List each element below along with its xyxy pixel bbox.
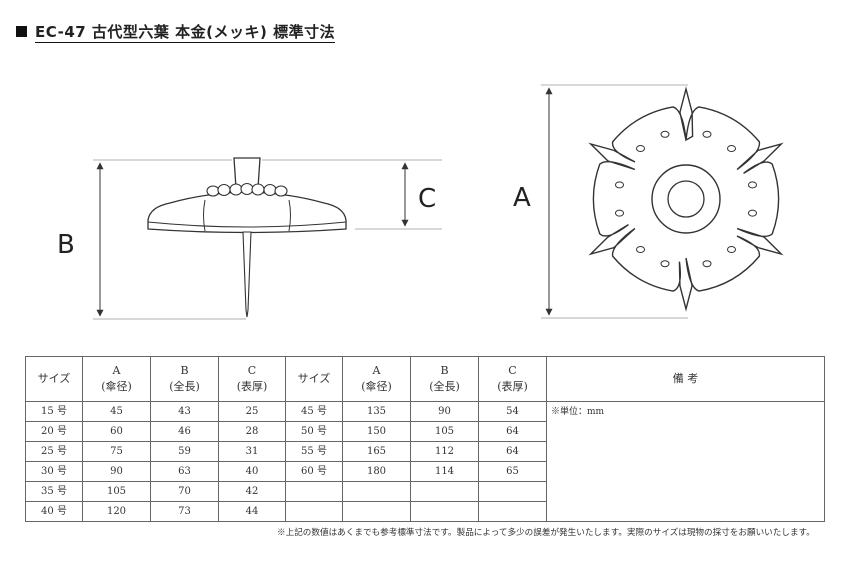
table-cell [478, 501, 547, 522]
table-cell: 65 [478, 461, 547, 482]
remarks-cell: ※単位：mm [546, 401, 825, 522]
table-cell: 46 [150, 421, 219, 442]
table-cell [285, 501, 343, 522]
cutout-mark [702, 130, 712, 138]
table-cell: 75 [82, 441, 151, 462]
header-a: A(傘径) [82, 356, 151, 402]
cutout-mark [702, 260, 712, 268]
table-cell: 64 [478, 441, 547, 462]
table-cell: 25 号 [25, 441, 83, 462]
table-cell: 180 [342, 461, 411, 482]
square-bullet-icon [16, 26, 27, 37]
dim-label-b: B [57, 230, 75, 260]
table-header-row: サイズ A(傘径) B(全長) C(表厚) サイズ A(傘径) B(全長) C(… [25, 356, 825, 402]
header-size: サイズ [25, 356, 83, 402]
page-title: EC-47 古代型六葉 本金(メッキ) 標準寸法 [16, 21, 336, 43]
table-cell: 50 号 [285, 421, 343, 442]
table-cell: 55 号 [285, 441, 343, 462]
table-cell: 150 [342, 421, 411, 442]
table-cell: 60 号 [285, 461, 343, 482]
footnote: ※上記の数値はあくまでも参考標準寸法です。製品によって多少の誤差が発生いたします… [277, 528, 815, 538]
cutout-mark [727, 246, 736, 253]
table-cell: 63 [150, 461, 219, 482]
table-cell: 73 [150, 501, 219, 522]
table-cell: 90 [410, 401, 479, 422]
table-cell: 28 [218, 421, 286, 442]
technical-drawing: B C A [57, 84, 784, 320]
table-cell [410, 501, 479, 522]
table-cell: 105 [410, 421, 479, 442]
cutout-mark [660, 130, 670, 138]
table-cell: 45 号 [285, 401, 343, 422]
cutout-mark [727, 145, 736, 152]
cutout-mark [615, 209, 624, 217]
side-view [93, 157, 442, 320]
header-b: B(全長) [150, 356, 219, 402]
table-cell: 40 [218, 461, 286, 482]
table-cell: 40 号 [25, 501, 83, 522]
cutout-mark [615, 181, 624, 189]
table-cell: 42 [218, 481, 286, 502]
table-cell: 64 [478, 421, 547, 442]
table-cell: 31 [218, 441, 286, 462]
table-cell: 165 [342, 441, 411, 462]
table-cell [478, 481, 547, 502]
header-c: C(表厚) [218, 356, 286, 402]
cutout-mark [660, 260, 670, 268]
table-cell: 120 [82, 501, 151, 522]
table-cell [410, 481, 479, 502]
header-size-2: サイズ [285, 356, 343, 402]
table-cell: 105 [82, 481, 151, 502]
table-cell: 25 [218, 401, 286, 422]
table-cell: 45 [82, 401, 151, 422]
table-cell: 112 [410, 441, 479, 462]
rosette-details [615, 130, 757, 268]
dim-label-c: C [418, 184, 436, 214]
table-cell: 114 [410, 461, 479, 482]
table-cell: 59 [150, 441, 219, 462]
table-cell: 60 [82, 421, 151, 442]
dim-label-a: A [513, 183, 531, 213]
top-view [541, 84, 784, 319]
table-cell: 90 [82, 461, 151, 482]
cutout-mark [748, 181, 757, 189]
spec-table: サイズ A(傘径) B(全長) C(表厚) サイズ A(傘径) B(全長) C(… [25, 356, 825, 522]
cutout-mark [636, 246, 645, 253]
table-cell: 15 号 [25, 401, 83, 422]
table-cell: 30 号 [25, 461, 83, 482]
cutout-mark [748, 209, 757, 217]
header-c-2: C(表厚) [478, 356, 547, 402]
table-cell: 70 [150, 481, 219, 502]
table-cell: 135 [342, 401, 411, 422]
header-remarks: 備 考 [546, 356, 825, 402]
header-a-2: A(傘径) [342, 356, 411, 402]
title-text: EC-47 古代型六葉 本金(メッキ) 標準寸法 [35, 23, 336, 43]
cutout-mark [636, 145, 645, 152]
table-cell: 43 [150, 401, 219, 422]
table-cell: 44 [218, 501, 286, 522]
table-cell [342, 501, 411, 522]
table-cell [285, 481, 343, 502]
table-cell: 20 号 [25, 421, 83, 442]
table-cell: 54 [478, 401, 547, 422]
table-cell: 35 号 [25, 481, 83, 502]
table-cell [342, 481, 411, 502]
header-b-2: B(全長) [410, 356, 479, 402]
